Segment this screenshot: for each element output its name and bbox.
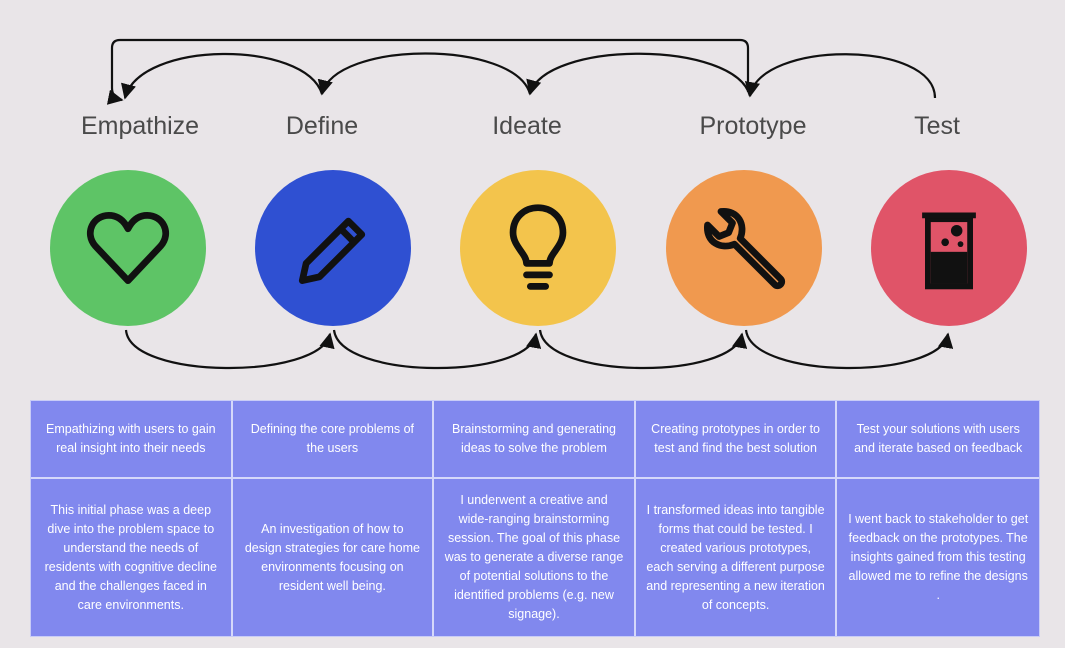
arrow-prototype-to-ideate <box>526 52 752 97</box>
arrow-define-to-empathize <box>121 52 324 100</box>
stage-title-empathize: Empathize <box>80 112 200 140</box>
arrow-test-to-prototype <box>744 53 937 99</box>
stage-circle-prototype <box>666 170 822 326</box>
beaker-icon <box>922 212 976 290</box>
stage-circle-test <box>871 170 1027 326</box>
stage-title-define: Define <box>285 112 359 140</box>
pencil-icon <box>298 217 366 284</box>
arrow-prototype-to-test <box>744 329 954 370</box>
detail-test: I went back to stakeholder to get feedba… <box>848 512 1029 602</box>
wrench-icon <box>704 208 786 290</box>
stage-circle-ideate <box>460 170 616 326</box>
summary-ideate: Brainstorming and generating ideas to so… <box>434 401 636 479</box>
stage-title-test: Test <box>914 112 960 140</box>
arrow-empathize-to-define <box>124 329 335 370</box>
heart-icon <box>87 212 169 284</box>
stage-circle-empathize <box>50 170 206 326</box>
summary-define: Defining the core problems of the users <box>232 401 435 479</box>
summary-empathize: Empathizing with users to gain real insi… <box>31 401 233 479</box>
summary-prototype: Creating prototypes in order to test and… <box>635 401 838 479</box>
stage-circle-define <box>255 170 411 326</box>
lightbulb-icon <box>509 204 567 290</box>
detail-prototype: I transformed ideas into tangible forms … <box>636 479 838 636</box>
stage-table: Empathizing with users to gain real insi… <box>30 400 1040 637</box>
detail-ideate: I underwent a creative and wide-ranging … <box>434 479 636 636</box>
arrow-define-to-ideate <box>332 329 542 370</box>
arrow-prototype-loop-to-empathize <box>106 38 750 105</box>
stage-title-prototype: Prototype <box>699 112 807 140</box>
stage-title-ideate: Ideate <box>492 112 562 140</box>
detail-empathize: This initial phase was a deep dive into … <box>31 479 233 636</box>
detail-define: An investigation of how to design strate… <box>233 479 435 636</box>
arrow-ideate-to-define <box>317 52 532 96</box>
arrow-ideate-to-prototype <box>538 329 748 370</box>
summary-test: Test your solutions with users and itera… <box>837 401 1039 479</box>
